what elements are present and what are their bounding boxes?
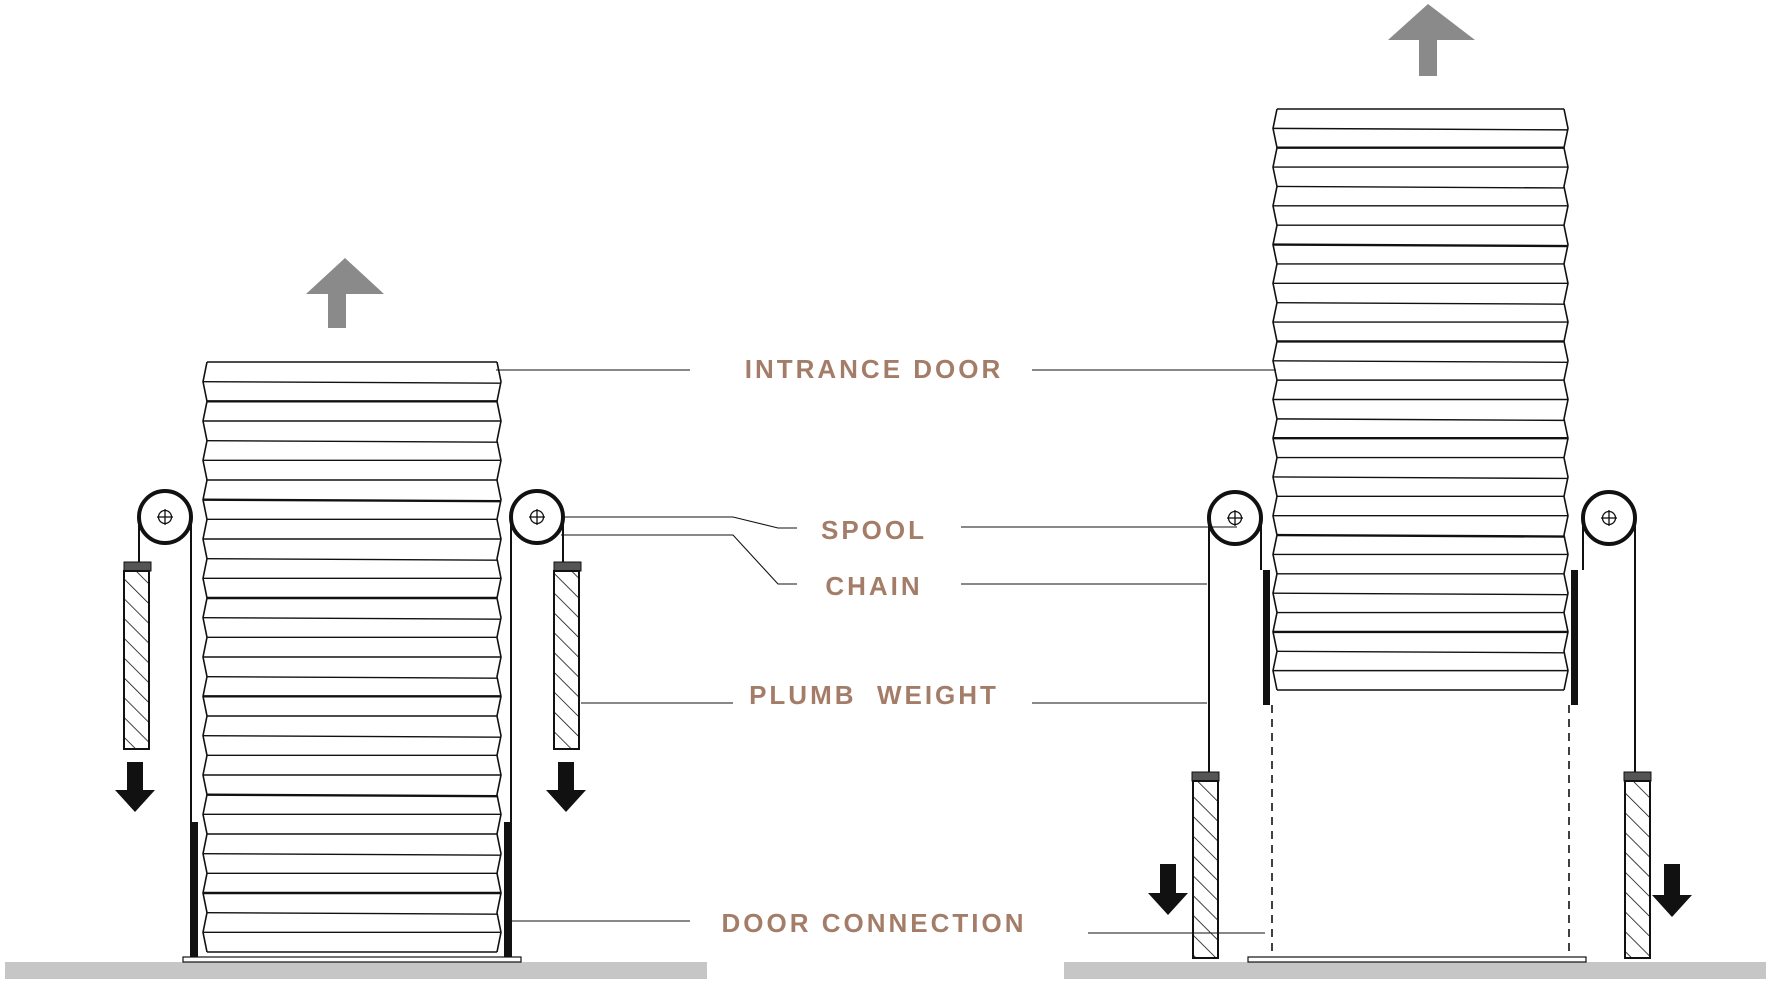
door-edge xyxy=(1563,108,1569,691)
plumb-weight-right-b xyxy=(1623,771,1652,959)
label-spool: SPOOL xyxy=(821,515,927,545)
door-panel-line xyxy=(1272,592,1569,596)
door-panel-line xyxy=(1272,127,1569,131)
door-edge xyxy=(202,361,208,953)
chain-right xyxy=(1208,518,1636,772)
down-arrow-icon xyxy=(1148,864,1692,917)
spool-left-a xyxy=(137,489,193,545)
spool-right-b xyxy=(1581,490,1637,546)
door-panel-line xyxy=(1272,476,1569,480)
label-intrance-door: INTRANCE DOOR xyxy=(745,354,1004,384)
door-edge xyxy=(496,361,502,953)
door-body-right xyxy=(1272,108,1569,691)
up-arrow-icon xyxy=(306,258,384,328)
door-panel-line xyxy=(1276,533,1565,538)
door-base-right xyxy=(1247,956,1587,963)
door-panel-line xyxy=(1276,650,1565,654)
door-panel-line xyxy=(1276,301,1565,305)
ground-right xyxy=(1064,962,1766,979)
door-panel-line xyxy=(1272,243,1569,248)
plumb-weight-left-b xyxy=(553,561,582,750)
label-chain: CHAIN xyxy=(825,571,922,601)
door-edge xyxy=(1272,108,1278,691)
door-panel-line xyxy=(202,734,502,738)
door-panel-line xyxy=(206,439,498,443)
chain-left xyxy=(138,517,564,957)
plumb-weight-left-a xyxy=(123,561,152,750)
door-panel-line xyxy=(202,498,502,503)
down-arrow-icon xyxy=(115,762,586,812)
door-panel-line xyxy=(206,675,498,679)
up-arrow-icon xyxy=(1388,4,1475,76)
door-panel-line xyxy=(202,852,502,856)
plumb-weight-right-a xyxy=(1191,771,1220,959)
door-panel-line xyxy=(202,380,502,384)
door-guide-dashed xyxy=(1271,705,1570,957)
door-connection-left xyxy=(191,822,511,957)
door-connection-right xyxy=(1263,570,1578,705)
door-panel-line xyxy=(202,616,502,620)
door-panel-line xyxy=(206,557,498,561)
door-panel-line xyxy=(1276,418,1565,422)
closed-state xyxy=(115,258,586,957)
label-plumb-weight: PLUMB WEIGHT xyxy=(749,680,999,710)
leader-lines xyxy=(496,369,1276,934)
door-body-left xyxy=(202,361,502,953)
door-panel-line xyxy=(1272,360,1569,363)
door-base-left xyxy=(182,956,522,963)
ground-left xyxy=(5,962,707,979)
open-state xyxy=(1148,4,1692,959)
door-panel-line xyxy=(206,911,498,915)
spool-left-b xyxy=(509,489,565,545)
door-panel-line xyxy=(206,793,498,798)
label-door-connection: DOOR CONNECTION xyxy=(722,908,1027,938)
door-panel-line xyxy=(1276,185,1565,189)
spool-right-a xyxy=(1207,490,1263,546)
